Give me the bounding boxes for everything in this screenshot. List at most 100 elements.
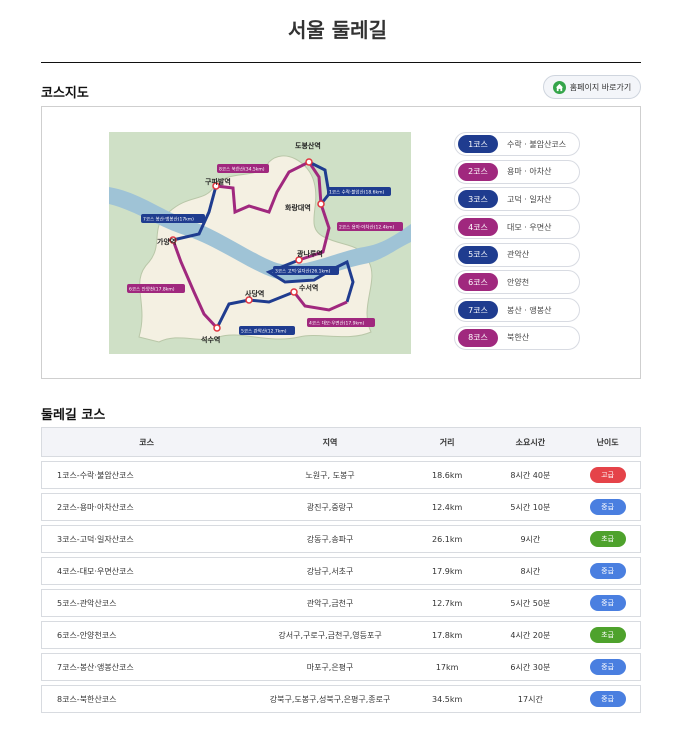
cell-distance: 34.5km bbox=[432, 694, 463, 704]
cell-distance: 18.6km bbox=[432, 470, 463, 480]
legend-item-course-1[interactable]: 1코스 수락 · 불암산코스 bbox=[454, 132, 580, 156]
course-badge: 2코스 bbox=[458, 162, 498, 181]
course-badge: 6코스 bbox=[458, 273, 498, 292]
level-badge: 중급 bbox=[589, 595, 626, 611]
cell-time: 9시간 bbox=[520, 534, 541, 544]
map-station-label: 도봉산역 bbox=[295, 141, 321, 150]
header-level: 난이도 bbox=[596, 437, 619, 447]
map-course-tag: 1코스 수락·불암산(18.6km) bbox=[329, 189, 384, 196]
cell-area: 관악구,금천구 bbox=[306, 598, 354, 608]
map-station-label: 광나루역 bbox=[297, 249, 323, 258]
header-distance: 거리 bbox=[439, 437, 455, 447]
table-row[interactable]: 6코스-안양천코스 강서구,구로구,금천구,영등포구 17.8km 4시간 20… bbox=[41, 621, 641, 649]
cell-area: 마포구,은평구 bbox=[306, 662, 354, 672]
map-course-tag: 2코스 용마·아차산(12.4km) bbox=[339, 224, 394, 231]
course-badge: 8코스 bbox=[458, 328, 498, 347]
cell-course: 1코스-수락·불암산코스 bbox=[57, 470, 134, 480]
cell-distance: 17.9km bbox=[432, 566, 463, 576]
level-badge: 초급 bbox=[589, 531, 626, 547]
course-legend: 1코스 수락 · 불암산코스 2코스 용마 · 아차산 3코스 고덕 · 일자산… bbox=[454, 132, 580, 354]
home-icon bbox=[552, 80, 566, 94]
map-station-label: 사당역 bbox=[245, 289, 264, 298]
table-row[interactable]: 5코스-관악산코스 관악구,금천구 12.7km 5시간 50분 중급 bbox=[41, 589, 641, 617]
map-station-label: 석수역 bbox=[201, 335, 220, 344]
level-badge: 중급 bbox=[589, 659, 626, 675]
cell-course: 3코스-고덕·일자산코스 bbox=[57, 534, 134, 544]
cell-course: 5코스-관악산코스 bbox=[57, 598, 117, 608]
map-station-label: 구파발역 bbox=[205, 177, 231, 186]
course-badge: 1코스 bbox=[458, 135, 498, 153]
course-name: 용마 · 아차산 bbox=[507, 167, 552, 177]
course-name: 북한산 bbox=[507, 333, 530, 343]
table-row[interactable]: 3코스-고덕·일자산코스 강동구,송파구 26.1km 9시간 초급 bbox=[41, 525, 641, 553]
map-station-label: 화랑대역 bbox=[285, 203, 311, 212]
header-time: 소요시간 bbox=[515, 437, 546, 447]
course-badge: 3코스 bbox=[458, 190, 498, 209]
level-badge: 중급 bbox=[589, 499, 626, 515]
legend-item-course-2[interactable]: 2코스 용마 · 아차산 bbox=[454, 159, 580, 184]
cell-course: 8코스-북한산코스 bbox=[57, 694, 117, 704]
map-station-label: 가양역 bbox=[157, 237, 176, 246]
title-divider bbox=[41, 62, 641, 63]
legend-item-course-7[interactable]: 7코스 봉산 · 앵봉산 bbox=[454, 298, 580, 323]
course-map-panel: 도봉산역 구파발역 화랑대역 가양역 광나루역 사당역 수서역 석수역 8코스 … bbox=[41, 106, 641, 379]
cell-time: 4시간 20분 bbox=[510, 630, 551, 640]
cell-area: 강동구,송파구 bbox=[306, 534, 354, 544]
course-badge: 4코스 bbox=[458, 218, 498, 237]
table-row[interactable]: 7코스-봉산·앵봉산코스 마포구,은평구 17km 6시간 30분 중급 bbox=[41, 653, 641, 681]
cell-area: 노원구, 도봉구 bbox=[305, 470, 355, 480]
course-name: 대모 · 우면산 bbox=[507, 222, 552, 232]
cell-course: 6코스-안양천코스 bbox=[57, 630, 117, 640]
map-course-tag: 5코스 관악산(12.7km) bbox=[241, 328, 287, 335]
legend-item-course-4[interactable]: 4코스 대모 · 우면산 bbox=[454, 215, 580, 240]
course-name: 봉산 · 앵봉산 bbox=[507, 305, 552, 315]
map-station-label: 수서역 bbox=[299, 283, 318, 292]
legend-item-course-5[interactable]: 5코스 관악산 bbox=[454, 242, 580, 267]
cell-area: 강북구,도봉구,성북구,은평구,종로구 bbox=[269, 694, 391, 704]
homepage-button[interactable]: 홈페이지 바로가기 bbox=[543, 75, 641, 99]
map-course-tag: 4코스 대모·우면산(17.9km) bbox=[309, 320, 364, 327]
cell-area: 광진구,중랑구 bbox=[306, 502, 354, 512]
level-badge: 고급 bbox=[589, 467, 626, 483]
seoul-trail-map: 도봉산역 구파발역 화랑대역 가양역 광나루역 사당역 수서역 석수역 8코스 … bbox=[109, 132, 411, 354]
course-name: 고덕 · 일자산 bbox=[507, 194, 552, 204]
table-row[interactable]: 2코스-용마·아차산코스 광진구,중랑구 12.4km 5시간 10분 중급 bbox=[41, 493, 641, 521]
cell-distance: 12.4km bbox=[432, 502, 463, 512]
cell-distance: 17.8km bbox=[432, 630, 463, 640]
courses-section-title: 둘레길 코스 bbox=[41, 408, 106, 423]
course-badge: 7코스 bbox=[458, 301, 498, 320]
cell-course: 4코스-대모·우면산코스 bbox=[57, 566, 134, 576]
cell-course: 2코스-용마·아차산코스 bbox=[57, 502, 134, 512]
level-badge: 초급 bbox=[589, 627, 626, 643]
level-badge: 중급 bbox=[589, 563, 626, 579]
course-name: 관악산 bbox=[507, 250, 530, 260]
level-badge: 중급 bbox=[589, 691, 626, 707]
cell-time: 5시간 50분 bbox=[510, 598, 551, 608]
cell-distance: 12.7km bbox=[432, 598, 463, 608]
cell-area: 강서구,구로구,금천구,영등포구 bbox=[278, 630, 382, 640]
cell-time: 5시간 10분 bbox=[510, 502, 551, 512]
header-course: 코스 bbox=[139, 437, 155, 447]
homepage-button-label: 홈페이지 바로가기 bbox=[569, 82, 632, 92]
cell-course: 7코스-봉산·앵봉산코스 bbox=[57, 662, 134, 672]
cell-time: 8시간 bbox=[520, 566, 541, 576]
legend-item-course-6[interactable]: 6코스 안양천 bbox=[454, 270, 580, 295]
map-course-tag: 7코스 봉산·앵봉산(17km) bbox=[143, 216, 194, 223]
table-row[interactable]: 4코스-대모·우면산코스 강남구,서초구 17.9km 8시간 중급 bbox=[41, 557, 641, 585]
table-header-row: 코스 지역 거리 소요시간 난이도 bbox=[41, 427, 641, 457]
course-name: 안양천 bbox=[507, 277, 530, 287]
map-section-title: 코스지도 bbox=[41, 86, 89, 101]
legend-item-course-8[interactable]: 8코스 북한산 bbox=[454, 325, 580, 350]
table-row[interactable]: 1코스-수락·불암산코스 노원구, 도봉구 18.6km 8시간 40분 고급 bbox=[41, 461, 641, 489]
cell-time: 8시간 40분 bbox=[510, 470, 551, 480]
cell-distance: 17km bbox=[435, 662, 459, 672]
map-course-tag: 6코스 안양천(17.8km) bbox=[129, 286, 175, 293]
cell-time: 6시간 30분 bbox=[510, 662, 551, 672]
map-course-tag: 8코스 북한산(34.5km) bbox=[219, 166, 265, 173]
cell-distance: 26.1km bbox=[432, 534, 463, 544]
table-row[interactable]: 8코스-북한산코스 강북구,도봉구,성북구,은평구,종로구 34.5km 17시… bbox=[41, 685, 641, 713]
course-table: 코스 지역 거리 소요시간 난이도 1코스-수락·불암산코스 노원구, 도봉구 … bbox=[41, 427, 641, 713]
cell-time: 17시간 bbox=[517, 694, 543, 704]
page-title: 서울 둘레길 bbox=[288, 18, 387, 42]
legend-item-course-3[interactable]: 3코스 고덕 · 일자산 bbox=[454, 187, 580, 212]
